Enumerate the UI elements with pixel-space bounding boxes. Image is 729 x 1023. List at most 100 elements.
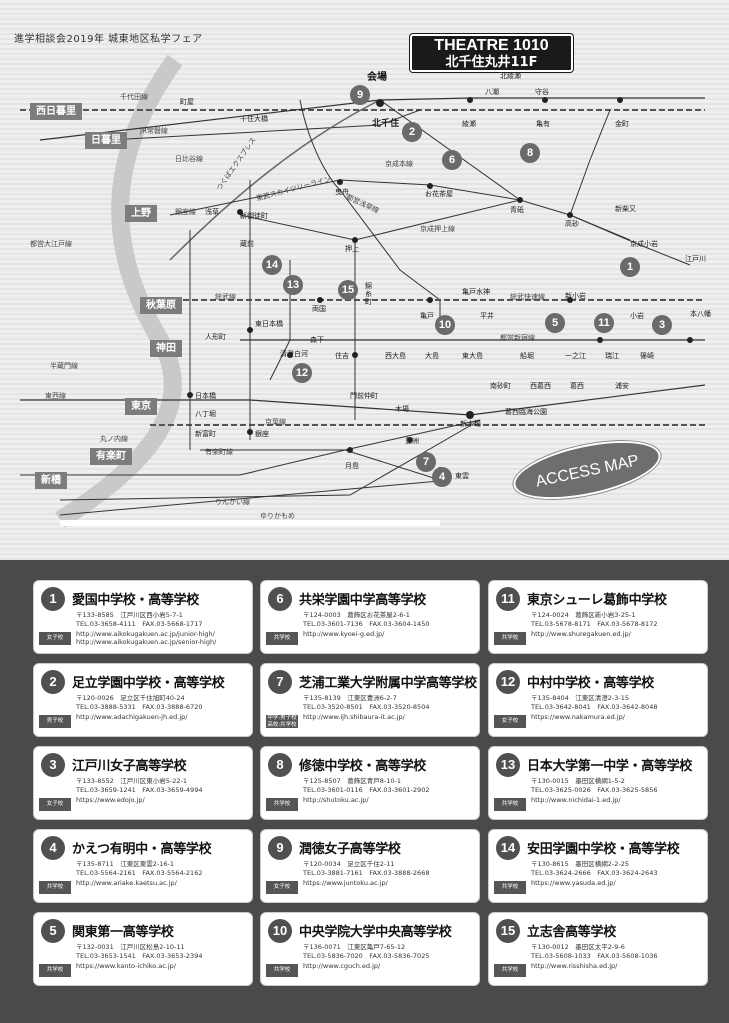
school-url[interactable]: http://www.shuregakuen.ed.jp/ <box>531 630 631 638</box>
station-kasai: 葛西 <box>570 382 584 390</box>
map-marker-4[interactable]: 4 <box>432 467 452 487</box>
jr-tohoku-line <box>109 109 421 141</box>
school-url[interactable]: http://www.ariake.kaetsu.ac.jp/ <box>76 879 177 887</box>
station-koiwa: 小岩 <box>630 312 644 320</box>
yurikamome <box>20 419 481 476</box>
label-yurakucho-line: 有楽町線 <box>205 448 233 456</box>
station-minamisunamachi: 南砂町 <box>490 382 511 390</box>
map-marker-10[interactable]: 10 <box>435 315 455 335</box>
station-shinkoiwa: 新小岩 <box>565 292 586 300</box>
school-type-badge: 共学校 <box>494 798 526 811</box>
school-url[interactable]: http://www.nichidai-1.ed.jp/ <box>531 796 621 804</box>
station-nippori: 日暮里 <box>85 132 127 149</box>
station-tokyo: 東京 <box>125 398 157 415</box>
school-number: 9 <box>268 836 292 860</box>
school-url[interactable]: http://shutoku.ac.jp/ <box>303 796 369 804</box>
station-oshiage: 押上 <box>345 245 359 253</box>
school-url[interactable]: https://www.nakamura.ed.jp/ <box>531 713 625 721</box>
map-marker-14[interactable]: 14 <box>262 255 282 275</box>
school-address: 〒120-0026 足立区千住旭町40-24 <box>76 694 185 702</box>
school-phone: TEL.03-3888-5331 FAX.03-3888-6720 <box>76 703 203 711</box>
school-url[interactable]: http://www.risshisha.ed.jp/ <box>531 962 618 970</box>
asakusa-line <box>239 199 521 241</box>
event-title: 進学相談会2019年 城東地区私学フェア <box>14 34 203 45</box>
school-url[interactable]: https://www.yasuda.ed.jp/ <box>531 879 616 887</box>
map-marker-9[interactable]: 9 <box>350 85 370 105</box>
school-number: 2 <box>41 670 65 694</box>
map-marker-3[interactable]: 3 <box>652 315 672 335</box>
school-number: 14 <box>496 836 520 860</box>
station-toyosu: 豊洲 <box>405 437 419 445</box>
map-marker-6[interactable]: 6 <box>442 150 462 170</box>
school-address: 〒124-0003 葛飾区お花茶屋2-6-1 <box>303 611 410 619</box>
map-marker-8[interactable]: 8 <box>520 143 540 163</box>
school-name: 中央学院大学中央高等学校 <box>299 925 452 940</box>
map-marker-2[interactable]: 2 <box>402 122 422 142</box>
school-number: 10 <box>268 919 292 943</box>
station-motoyawata: 本八幡 <box>690 310 711 318</box>
map-marker-5[interactable]: 5 <box>545 313 565 333</box>
access-map: 進学相談会2019年 城東地区私学フェア THEATRE 1010 北千住丸井1… <box>0 0 729 560</box>
map-marker-12[interactable]: 12 <box>292 363 312 383</box>
school-type-badge: 女子校 <box>266 881 298 894</box>
station-urayasu: 浦安 <box>615 382 629 390</box>
station-higashinihombashi: 東日本橋 <box>255 320 283 328</box>
station-takasago: 高砂 <box>565 220 579 228</box>
station-kameidosuijin: 亀戸水神 <box>462 288 490 296</box>
label-oedo-line: 都営大江戸線 <box>30 240 72 248</box>
school-phone: TEL.03-3658-4111 FAX.03-5668-1717 <box>76 620 203 628</box>
school-number: 12 <box>496 670 520 694</box>
school-url[interactable]: http://www.adachigakuen-jh.ed.jp/ <box>76 713 188 721</box>
school-url[interactable]: http://www.kyoei-g.ed.jp/ <box>303 630 385 638</box>
label-oshiage-line: 京成押上線 <box>420 225 455 233</box>
venue-callout: THEATRE 1010 北千住丸井11F <box>410 34 573 72</box>
school-name: 潤徳女子高等学校 <box>299 842 401 857</box>
rinkai-line <box>59 419 481 501</box>
station-nihombashi: 日本橋 <box>195 392 216 400</box>
school-url[interactable]: http://www.cguch.ed.jp/ <box>303 962 381 970</box>
map-marker-7[interactable]: 7 <box>416 452 436 472</box>
station-shintomicho: 新富町 <box>195 430 216 438</box>
school-url[interactable]: http://www.aikokugakuen.ac.jp/junior-hig… <box>76 630 217 646</box>
school-name: 東京シューレ葛飾中学校 <box>527 593 667 608</box>
label-joban-line: JR常磐線 <box>140 127 168 135</box>
station-hikifune: 曳舟 <box>335 188 349 196</box>
school-url[interactable]: https://www.kanto-ichiko.ac.jp/ <box>76 962 176 970</box>
venue-name: THEATRE 1010 <box>434 37 549 54</box>
station-nishikasai: 西葛西 <box>530 382 551 390</box>
map-marker-11[interactable]: 11 <box>594 313 614 333</box>
station-funabori: 船堀 <box>520 352 534 360</box>
station-shinokachimachi: 新御徒町 <box>240 212 268 220</box>
school-phone: TEL.03-3624-2666 FAX.03-3624-2643 <box>531 869 658 877</box>
school-url[interactable]: https://www.juntoku.ac.jp/ <box>303 879 388 887</box>
map-marker-1[interactable]: 1 <box>620 257 640 277</box>
school-phone: TEL.03-3659-1241 FAX.03-3659-4994 <box>76 786 203 794</box>
school-number: 15 <box>496 919 520 943</box>
station-sumiyoshi: 住吉 <box>335 352 349 360</box>
school-url[interactable]: https://www.edojo.jp/ <box>76 796 145 804</box>
label-yurikamome: ゆりかもめ <box>260 512 295 520</box>
map-marker-15[interactable]: 15 <box>338 280 358 300</box>
station-shinonome: 東雲 <box>455 472 469 480</box>
map-marker-13[interactable]: 13 <box>283 275 303 295</box>
station-ichinoe: 一之江 <box>565 352 586 360</box>
school-number: 13 <box>496 753 520 777</box>
school-name: かえつ有明中・高等学校 <box>72 842 212 857</box>
station-ohanajaya: お花茶屋 <box>425 190 453 198</box>
school-url[interactable]: http://www.ijh.shibaura-it.ac.jp/ <box>303 713 405 721</box>
